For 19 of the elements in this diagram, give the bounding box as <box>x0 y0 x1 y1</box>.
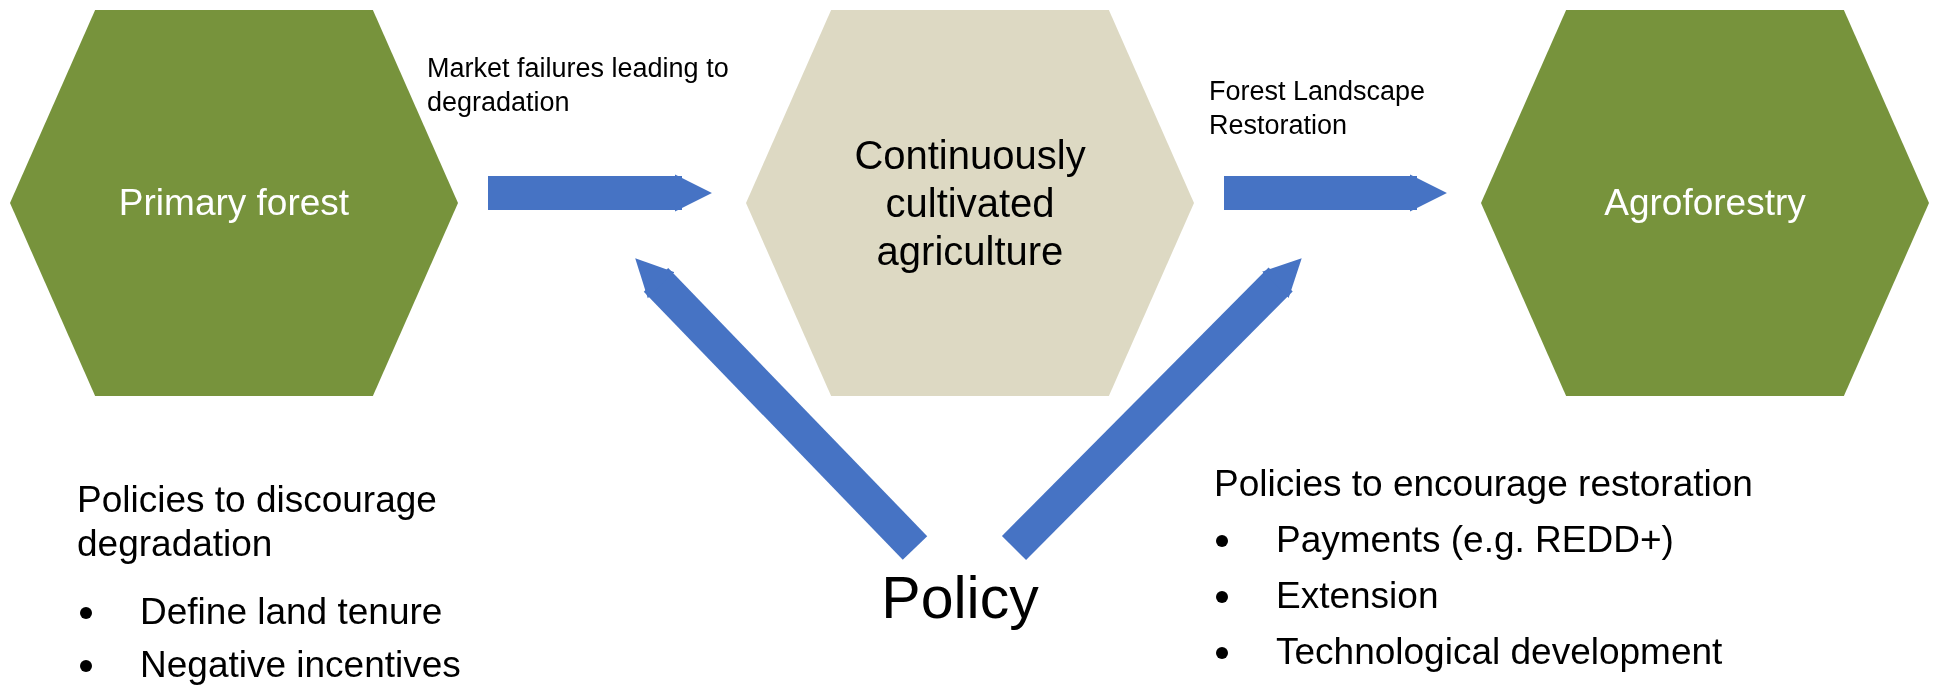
bullet-item: Payments (e.g. REDD+) <box>1276 518 1674 562</box>
block-arrow <box>1001 258 1302 560</box>
hexagon-node <box>746 10 1194 396</box>
heading-text: Policies to discourage degradation <box>77 478 438 567</box>
block-arrow <box>488 174 712 212</box>
node-label: Continuously cultivated agriculture <box>853 132 1087 275</box>
node-label: Primary forest <box>118 180 350 225</box>
bullet-item: Extension <box>1276 574 1439 618</box>
bullet-item: Technological development <box>1276 630 1723 674</box>
block-arrow <box>1224 174 1447 212</box>
heading-text: Policies to encourage restoration <box>1214 462 1753 506</box>
bullet-item: Negative incentives <box>140 643 461 687</box>
edge-label: Market failures leading to degradation <box>427 52 730 119</box>
policy-label: Policy <box>881 563 1039 633</box>
edge-label: Forest Landscape Restoration <box>1209 75 1427 142</box>
node-label: Agroforestry <box>1604 180 1806 225</box>
bullet-item: Define land tenure <box>140 590 443 634</box>
block-arrow <box>635 258 928 560</box>
hexagon-node <box>1481 10 1929 396</box>
